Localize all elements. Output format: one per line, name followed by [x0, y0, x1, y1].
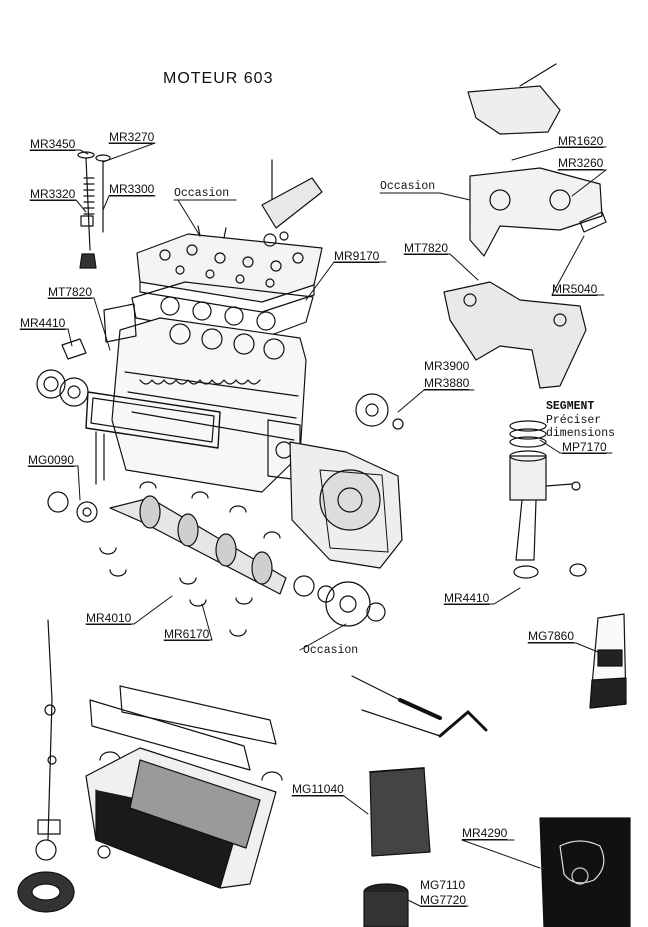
- label-mr3260: MR3260: [558, 156, 604, 170]
- oil-filter: [363, 883, 409, 927]
- oil-pump-shaft: [17, 619, 75, 913]
- leader-lines: [19, 142, 613, 907]
- valve-assembly: [77, 151, 111, 269]
- bearing-shells: [99, 481, 281, 637]
- label-mr3300: MR3300: [109, 182, 155, 196]
- label-mr4410-right: MR4410: [444, 591, 490, 605]
- label-mp7170: MP7170: [562, 440, 607, 454]
- label-mr4290: MR4290: [462, 826, 508, 840]
- label-mr3270: MR3270: [109, 130, 155, 144]
- label-mr1620: MR1620: [558, 134, 604, 148]
- distributor: [261, 159, 323, 247]
- label-occasion-top: Occasion: [174, 187, 230, 200]
- label-mr4010: MR4010: [86, 611, 132, 625]
- sealant-tube: [589, 613, 627, 709]
- label-mr5040: MR5040: [552, 282, 598, 296]
- oil-pan: [85, 685, 283, 889]
- label-occasion-bottom: Occasion: [303, 644, 359, 657]
- label-occasion-right: Occasion: [380, 180, 436, 193]
- label-mt7820-left: MT7820: [48, 285, 93, 299]
- exhaust-manifold: [443, 281, 587, 389]
- label-mr3450: MR3450: [30, 137, 76, 151]
- cylinder-head: [136, 225, 323, 313]
- label-mr3880: MR3880: [424, 376, 470, 390]
- label-dimensions: dimensions: [546, 427, 616, 440]
- intake-manifold: [467, 63, 607, 257]
- rear-seals: [36, 338, 89, 407]
- label-mr4410-left: MR4410: [20, 316, 66, 330]
- label-mr3320: MR3320: [30, 187, 76, 201]
- label-mg11040: MG11040: [292, 782, 344, 796]
- label-mg7110: MG7110: [420, 878, 466, 892]
- gasket-photo: [539, 817, 631, 927]
- label-mt7820-right: MT7820: [404, 241, 449, 255]
- crankshaft: [47, 491, 386, 627]
- label-segment: SEGMENT: [546, 400, 595, 413]
- timing-cover: [289, 393, 404, 569]
- page-title: MOTEUR 603: [163, 70, 274, 87]
- label-mr3900: MR3900: [424, 359, 470, 373]
- filter-element: [369, 767, 431, 857]
- label-mg7720: MG7720: [420, 893, 467, 907]
- piston-assembly: [509, 420, 587, 579]
- engine-block: [85, 317, 307, 493]
- side-cover: [103, 303, 137, 343]
- label-mg0090: MG0090: [28, 453, 75, 467]
- label-mr9170: MR9170: [334, 249, 380, 263]
- label-mg7860: MG7860: [528, 629, 575, 643]
- label-preciser: Préciser: [546, 414, 602, 427]
- head-gasket: [131, 281, 314, 341]
- linkage-rods: [351, 675, 488, 738]
- label-mr6170: MR6170: [164, 627, 210, 641]
